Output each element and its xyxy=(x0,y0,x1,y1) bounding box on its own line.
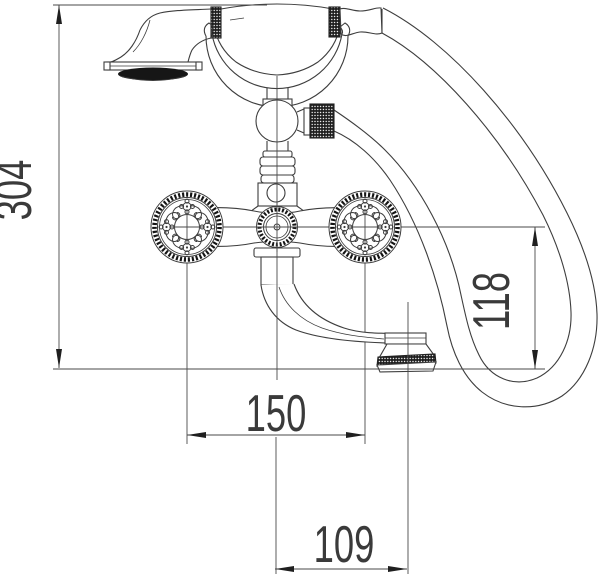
dimension-total-height: 304 xyxy=(0,160,43,221)
controls xyxy=(151,191,401,263)
hose-nut xyxy=(309,103,335,139)
shower-collar-right xyxy=(328,6,341,38)
dimension-spout-reach: 109 xyxy=(314,514,375,573)
shower-grill xyxy=(118,67,188,81)
shower-grip xyxy=(339,7,383,37)
hand-shower xyxy=(103,3,383,81)
shower-collar-left xyxy=(210,6,222,39)
spout-collar xyxy=(384,332,427,345)
spout xyxy=(260,283,437,373)
dimension-arrows xyxy=(56,5,538,572)
dimension-spout-drop: 118 xyxy=(461,272,520,330)
diverter-column xyxy=(248,88,335,214)
dimension-handle-distance: 150 xyxy=(246,383,307,442)
shower-hose xyxy=(333,7,598,408)
